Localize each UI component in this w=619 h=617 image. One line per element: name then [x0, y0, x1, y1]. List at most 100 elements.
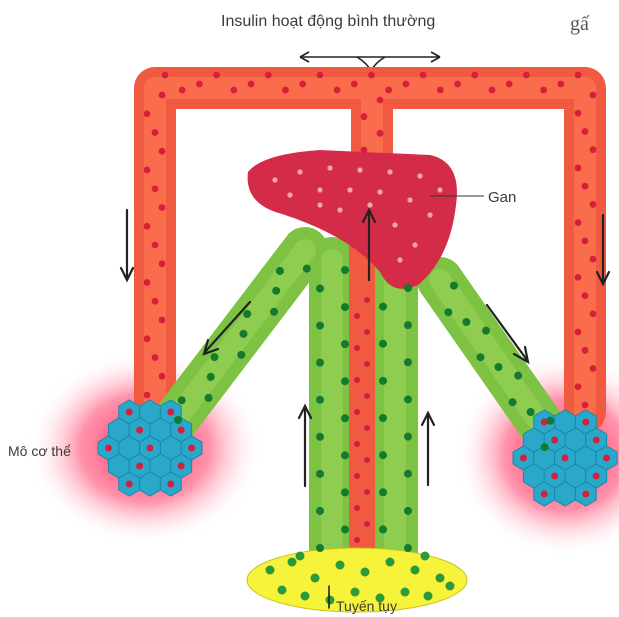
insulin-dot [450, 282, 458, 290]
insulin-dot [341, 340, 349, 348]
glucose-dot [144, 392, 151, 399]
glucose-dot [354, 377, 360, 383]
glucose-dot [590, 256, 597, 263]
glucose-dot [364, 361, 370, 367]
glucose-dot [575, 329, 582, 336]
insulin-dot [341, 377, 349, 385]
insulin-dot [527, 408, 535, 416]
insulin-dot [379, 451, 387, 459]
glucose-dot [471, 72, 478, 79]
glucose-dot [541, 491, 548, 498]
glucose-dot [265, 72, 272, 79]
insulin-dot [311, 574, 320, 583]
glucose-dot [520, 455, 527, 462]
glucose-dot [506, 81, 513, 88]
glucose-dot [575, 72, 582, 79]
glucose-dot [354, 441, 360, 447]
glucose-dot [540, 87, 547, 94]
glucose-dot [159, 148, 166, 155]
insulin-dot [446, 582, 455, 591]
glucose-dot [126, 409, 133, 416]
right-up-arrow [422, 413, 434, 485]
glucose-dot [377, 97, 384, 104]
glucose-dot [316, 72, 323, 79]
glucose-dot [593, 473, 600, 480]
liver-dot [427, 212, 432, 217]
glucose-dot [354, 313, 360, 319]
glucose-dot [489, 87, 496, 94]
insulin-dot [421, 552, 430, 561]
insulin-dot [270, 308, 278, 316]
insulin-dot [341, 414, 349, 422]
glucose-dot [152, 185, 159, 192]
insulin-dot [436, 574, 445, 583]
insulin-dot [379, 488, 387, 496]
insulin-dot [401, 588, 410, 597]
corner-text: gấ [570, 13, 590, 35]
liver-dot [287, 192, 292, 197]
glucose-dot [551, 473, 558, 480]
glucose-dot [590, 201, 597, 208]
liver-dot [412, 242, 417, 247]
glucose-dot [557, 81, 564, 88]
glucose-dot [126, 481, 133, 488]
insulin-dot [301, 592, 310, 601]
glucose-dot [159, 317, 166, 324]
insulin-dot [341, 303, 349, 311]
glucose-dot [188, 445, 195, 452]
liver-dot [407, 197, 412, 202]
liver-dot [337, 207, 342, 212]
glucose-dot [162, 72, 169, 79]
diagram-title: Insulin hoạt động bình thường [221, 13, 435, 30]
insulin-dot [424, 592, 433, 601]
glucose-dot [159, 204, 166, 211]
glucose-dot [403, 81, 410, 88]
insulin-dot [379, 414, 387, 422]
insulin-dot [514, 372, 522, 380]
insulin-dot [210, 353, 218, 361]
glucose-dot [230, 87, 237, 94]
insulin-dot [476, 353, 484, 361]
insulin-dot [351, 588, 360, 597]
insulin-dot [411, 566, 420, 575]
insulin-dot [296, 552, 305, 561]
glucose-dot [364, 425, 370, 431]
insulin-dot [239, 330, 247, 338]
glucose-dot [377, 130, 384, 137]
insulin-dot [379, 377, 387, 385]
liver-dot [357, 167, 362, 172]
glucose-dot [105, 445, 112, 452]
glucose-dot [361, 147, 368, 154]
insulin-dot [174, 416, 182, 424]
glucose-dot [299, 81, 306, 88]
insulin-dot [509, 398, 517, 406]
left-down-arrow [121, 210, 133, 280]
glucose-dot [178, 427, 185, 434]
glucose-dot [159, 92, 166, 99]
liver-dot [297, 169, 302, 174]
glucose-dot [196, 81, 203, 88]
glucose-dot [454, 81, 461, 88]
glucose-dot [159, 373, 166, 380]
glucose-dot [582, 491, 589, 498]
glucose-dot [136, 427, 143, 434]
insulin-dot [316, 470, 324, 478]
insulin-dot [404, 507, 412, 515]
glucose-dot [590, 146, 597, 153]
insulin-dot [379, 525, 387, 533]
insulin-dot [207, 373, 215, 381]
glucose-dot [248, 81, 255, 88]
insulin-dot [404, 395, 412, 403]
insulin-dot [272, 287, 280, 295]
glucose-dot [351, 81, 358, 88]
glucose-dot [152, 129, 159, 136]
body-tissue-label: Mô cơ thể [8, 443, 71, 459]
insulin-dot [546, 417, 554, 425]
glucose-dot [167, 409, 174, 416]
insulin-dot [266, 566, 275, 575]
insulin-dot [243, 310, 251, 318]
liver-dot [437, 187, 442, 192]
insulin-dot [316, 285, 324, 293]
glucose-dot [354, 537, 360, 543]
